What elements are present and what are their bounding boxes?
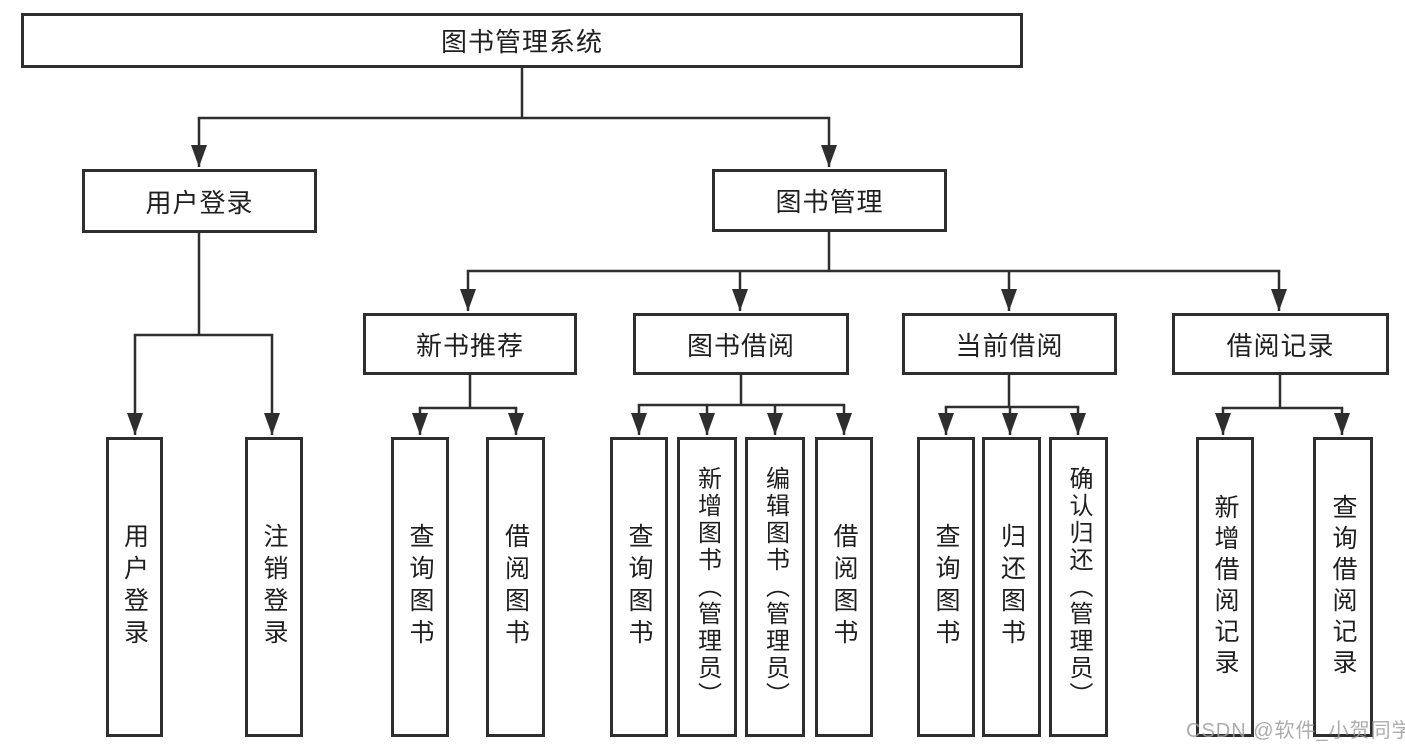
leaf-br-add-record: 新增借阅记录 bbox=[1196, 437, 1254, 737]
leaf-bb-edit-books-admin: 编辑图书（管理员） bbox=[745, 437, 805, 737]
node-borrowing-records: 借阅记录 bbox=[1172, 313, 1389, 375]
watermark: CSDN @软件_小贺同学 bbox=[1186, 720, 1405, 742]
node-book-borrowing: 图书借阅 bbox=[633, 313, 849, 375]
leaf-cb-return-books: 归还图书 bbox=[982, 437, 1041, 737]
node-library-system: 图书管理系统 bbox=[21, 13, 1023, 68]
leaf-user-login: 用户登录 bbox=[106, 437, 163, 737]
leaf-cb-query-books: 查询图书 bbox=[917, 437, 975, 737]
node-new-book-recommendation: 新书推荐 bbox=[363, 313, 577, 375]
leaf-logout: 注销登录 bbox=[245, 437, 303, 737]
leaf-nbr-query-books: 查询图书 bbox=[391, 437, 449, 737]
connector-borrowing-records bbox=[1215, 375, 1350, 435]
leaf-nbr-borrow-books: 借阅图书 bbox=[486, 437, 545, 737]
node-book-management: 图书管理 bbox=[712, 169, 947, 232]
connector-root bbox=[191, 68, 837, 167]
leaf-br-query-record: 查询借阅记录 bbox=[1313, 437, 1373, 737]
node-user-login: 用户登录 bbox=[82, 169, 317, 233]
leaf-cb-confirm-return-admin: 确认归还（管理员） bbox=[1049, 437, 1108, 737]
node-current-borrowing: 当前借阅 bbox=[902, 313, 1117, 375]
leaf-bb-add-books-admin: 新增图书（管理员） bbox=[677, 437, 737, 737]
leaf-bb-query-books: 查询图书 bbox=[610, 437, 668, 737]
connector-current-borrowing bbox=[938, 375, 1086, 435]
leaf-bb-borrow-books: 借阅图书 bbox=[815, 437, 873, 737]
connector-book-borrowing bbox=[631, 375, 852, 435]
connector-new-book-recommendation bbox=[412, 375, 524, 435]
connector-user-login bbox=[127, 233, 280, 435]
connector-book-management bbox=[460, 232, 1287, 311]
